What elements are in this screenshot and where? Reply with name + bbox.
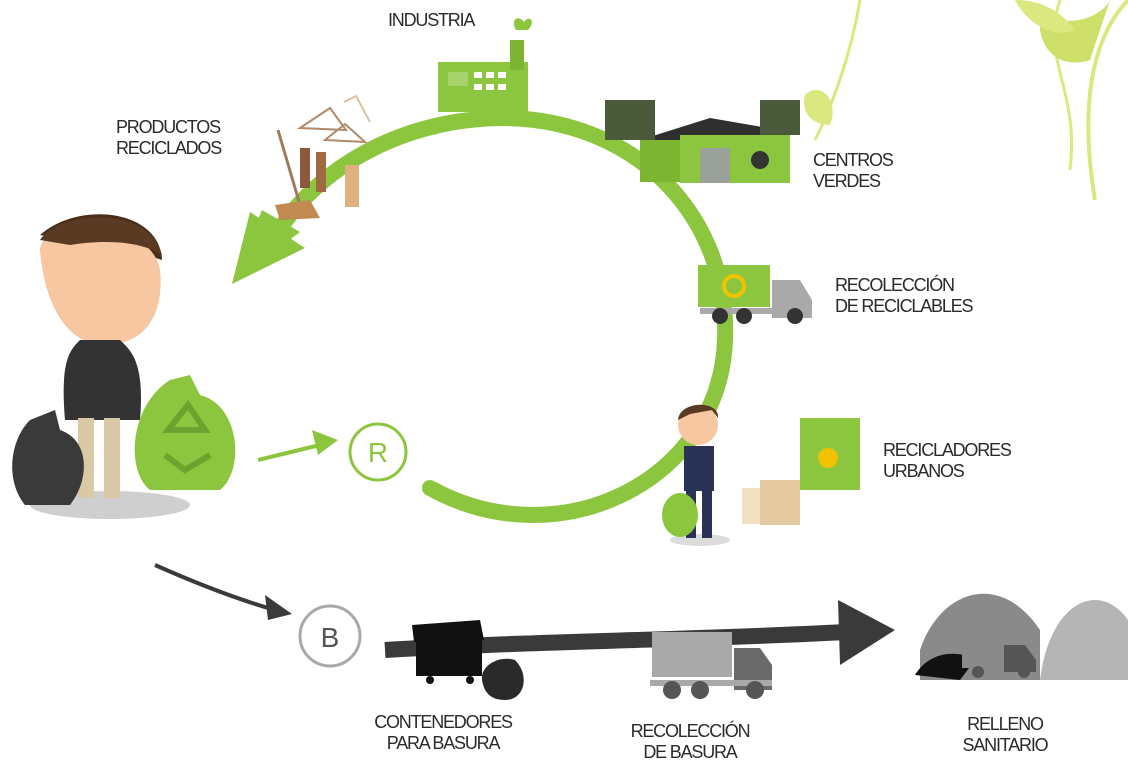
green-bag-icon (134, 375, 236, 490)
label-industria: INDUSTRIA (388, 10, 475, 30)
trash-badge: B (298, 604, 362, 668)
to-recycle-arrow (257, 430, 338, 462)
label-centros-verdes: CENTROS VERDES (813, 150, 894, 191)
label-relleno-sanitario: RELLENO SANITARIO (962, 714, 1049, 755)
garbage-truck-icon (650, 632, 772, 699)
black-bag-icon (12, 410, 84, 505)
recycled-products-icon (275, 94, 371, 220)
label-recicladores-urbanos: RECICLADORES URBANOS (883, 440, 1012, 481)
vine-leaves-icon (804, 0, 1128, 201)
trash-badge-letter: B (321, 622, 340, 653)
label-productos-reciclados: PRODUCTOS RECICLADOS (116, 117, 222, 158)
label-recoleccion-basura: RECOLECCIÓN DE BASURA (630, 721, 751, 762)
label-contenedores-basura: CONTENEDORES PARA BASURA (374, 712, 513, 753)
dumpster-icon (412, 620, 524, 700)
recycler-person-icon (662, 404, 860, 546)
to-trash-arrow (154, 563, 292, 620)
recycle-badge-letter: R (368, 437, 388, 468)
factory-icon (438, 18, 532, 112)
label-recoleccion-reciclables: RECOLECCIÓN DE RECICLABLES (835, 275, 973, 316)
recycling-cycle-arrow (232, 109, 734, 523)
recycling-truck-icon (698, 265, 812, 324)
recycle-badge: R (348, 422, 408, 482)
warehouse-icon (605, 100, 800, 183)
landfill-icon (915, 593, 1128, 680)
